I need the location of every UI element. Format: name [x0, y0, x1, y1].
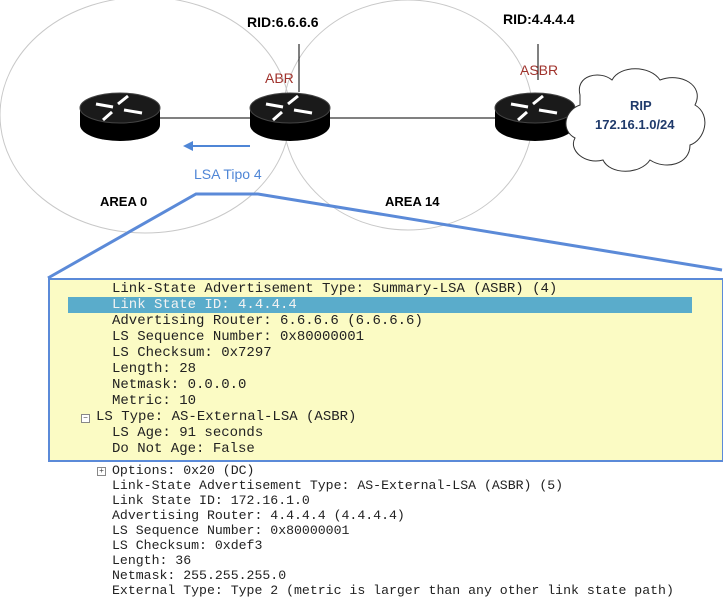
tree-row[interactable]: LS Checksum: 0xdef3 — [112, 538, 263, 553]
tree-row[interactable]: LS Sequence Number: 0x80000001 — [112, 329, 365, 345]
tree-row[interactable]: Link State ID: 172.16.1.0 — [112, 493, 310, 508]
tree-row[interactable]: Do Not Age: False — [112, 441, 255, 457]
router-icon — [79, 92, 161, 141]
tree-row[interactable]: External Type: Type 2 (metric is larger … — [112, 583, 674, 598]
tree-row[interactable]: Length: 36 — [112, 553, 192, 568]
tree-row-selected[interactable]: Link State ID: 4.4.4.4 — [112, 297, 297, 313]
tree-row[interactable]: LS Checksum: 0x7297 — [112, 345, 272, 361]
collapse-icon[interactable]: − — [81, 414, 90, 423]
asbr-label: ASBR — [520, 62, 559, 78]
abr-label: ABR — [265, 70, 294, 86]
tree-row[interactable]: Link-State Advertisement Type: AS-Extern… — [112, 478, 564, 493]
rid-abr: RID:6.6.6.6 — [247, 14, 319, 30]
router-icon — [249, 92, 331, 141]
router-icon — [494, 92, 576, 141]
lsa-label: LSA Tipo 4 — [194, 166, 262, 182]
tree-row[interactable]: LS Age: 91 seconds — [112, 425, 264, 441]
rid-asbr: RID:4.4.4.4 — [503, 11, 575, 27]
tree-row[interactable]: Link-State Advertisement Type: Summary-L… — [112, 281, 558, 297]
arrow-head-icon — [183, 141, 193, 151]
expand-icon[interactable]: + — [97, 467, 106, 476]
tree-row[interactable]: Netmask: 0.0.0.0 — [112, 377, 247, 393]
tree-row-header[interactable]: LS Type: AS-External-LSA (ASBR) — [96, 409, 357, 425]
tree-row[interactable]: Advertising Router: 4.4.4.4 (4.4.4.4) — [112, 508, 405, 523]
selected-row-highlight[interactable] — [68, 297, 692, 313]
tree-row[interactable]: Netmask: 255.255.255.0 — [112, 568, 287, 583]
area14-label: AREA 14 — [385, 194, 440, 209]
area0-label: AREA 0 — [100, 194, 148, 209]
tree-row-options[interactable]: Options: 0x20 (DC) — [112, 463, 255, 478]
tree-row[interactable]: LS Sequence Number: 0x80000001 — [112, 523, 350, 538]
tree-row[interactable]: Advertising Router: 6.6.6.6 (6.6.6.6) — [112, 313, 423, 329]
tree-row[interactable]: Metric: 10 — [112, 393, 197, 409]
rip-cloud — [565, 68, 706, 172]
tree-row[interactable]: Length: 28 — [112, 361, 197, 377]
zoom-callout — [47, 192, 723, 280]
rip-title: RIP — [630, 98, 652, 113]
rip-network: 172.16.1.0/24 — [595, 117, 675, 132]
